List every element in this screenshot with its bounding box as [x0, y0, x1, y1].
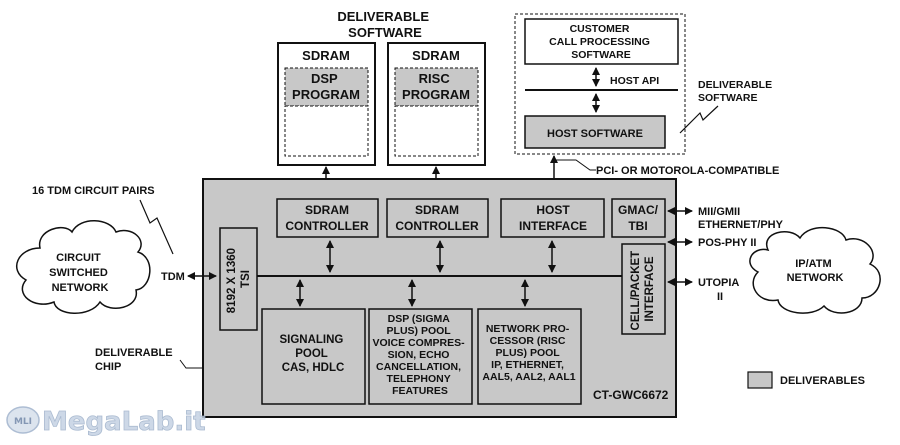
- pci-leader: [554, 159, 596, 171]
- network-processor-pool-block: NETWORK PRO- CESSOR (RISC PLUS) POOL IP,…: [477, 308, 582, 405]
- circuit-network-cloud: [15, 220, 151, 314]
- risc-program-label: RISC PROGRAM: [402, 71, 470, 102]
- ip-atm-network-cloud: [749, 226, 881, 314]
- sdram-dsp-box: SDRAM DSP PROGRAM: [277, 42, 376, 166]
- legend-deliverables-label: DELIVERABLES: [780, 375, 865, 387]
- watermark-text: MegaLab.it: [42, 407, 206, 437]
- sdram-label: SDRAM: [412, 48, 460, 63]
- sdram-risc-box: SDRAM RISC PROGRAM: [387, 42, 486, 166]
- svg-text:GMAC/TBI: GMAC/TBI: [618, 203, 659, 233]
- chip-name: CT-GWC6672: [593, 388, 669, 402]
- cell-packet-interface-block: CELL/PACKET INTERFACE: [621, 243, 666, 335]
- lightning-connector: [679, 105, 719, 134]
- host-software-group: CUSTOMER CALL PROCESSING SOFTWARE HOST A…: [514, 13, 686, 155]
- svg-text:SIGNALING POOL CAS: SIGNALING POOL CAS, HDLC: [279, 334, 346, 374]
- tdm-label: TDM: [161, 271, 185, 283]
- pci-label: PCI- OR MOTOROLA-COMPATIBLE: [596, 165, 779, 177]
- signaling-pool-block: SIGNALING POOL CAS, HDLC: [261, 308, 366, 405]
- svg-text:CELL/PACKET INTERFACE: CELL/PACKET INTERFACE: [630, 248, 656, 331]
- tdm-pairs-label: 16 TDM CIRCUIT PAIRS: [32, 185, 155, 197]
- mii-label: MII/GMII ETHERNET/PHY: [698, 206, 784, 231]
- host-software-label: HOST SOFTWARE: [547, 128, 643, 140]
- deliverable-chip-leader: [179, 359, 204, 369]
- tdm-lightning: [139, 199, 174, 255]
- watermark-badge-icon: [6, 406, 40, 434]
- watermark-badge-text: MLI: [14, 417, 32, 427]
- dsp-program-label: DSP PROGRAM: [292, 71, 360, 102]
- gmac-tbi-block: GMAC/TBI: [611, 198, 666, 238]
- deliverable-software-title: DELIVERABLE SOFTWARE: [337, 9, 432, 40]
- sdram-label: SDRAM: [302, 48, 350, 63]
- deliverable-chip-label: DELIVERABLE CHIP: [95, 347, 176, 373]
- customer-software-label: CUSTOMER CALL PROCESSING SOFTWARE: [549, 23, 653, 61]
- megalab-watermark: MLI MegaLab.it: [6, 406, 206, 437]
- deliverable-software-right: DELIVERABLE SOFTWARE: [698, 79, 775, 104]
- ip-atm-network-label: IP/ATM NETWORK: [787, 258, 844, 284]
- tsi-block: 8192 X 1360 TSI: [219, 227, 258, 331]
- legend-swatch: [747, 371, 773, 389]
- pos-phy-label: POS-PHY II: [698, 237, 756, 249]
- svg-text:NETWORK PRO- CESSOR (RIS: NETWORK PRO- CESSOR (RISC PLUS) POOL IP,…: [482, 323, 575, 383]
- host-api-label: HOST API: [610, 75, 659, 87]
- svg-text:DSP (SIGMA PLUS) POOL: DSP (SIGMA PLUS) POOL VOICE COMPRES- SIO…: [372, 313, 467, 397]
- svg-text:8192 X 1360 TSI: 8192 X 1360 TSI: [226, 245, 252, 313]
- circuit-network-label: CIRCUIT SWITCHED NETWORK: [49, 252, 111, 294]
- utopia-label: UTOPIA II: [698, 277, 742, 303]
- dsp-pool-block: DSP (SIGMA PLUS) POOL VOICE COMPRES- SIO…: [368, 308, 473, 405]
